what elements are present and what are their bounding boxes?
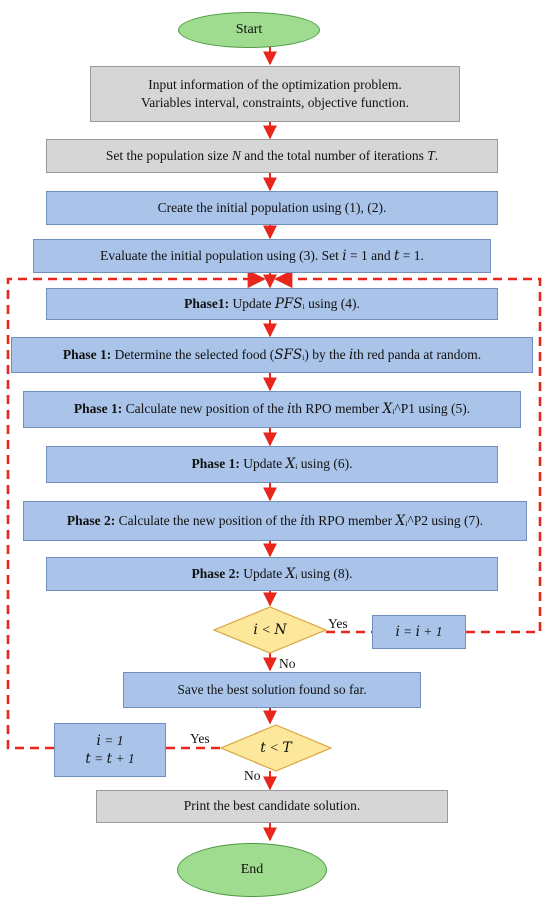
evaluate-text: Evaluate the initial population using (3… xyxy=(100,247,424,263)
save-best-text: Save the best solution found so far. xyxy=(177,681,367,697)
phase-step-4: Phase 1: Update 𝑋ᵢ using (6). xyxy=(46,446,498,483)
phase-step-2-tag: Phase 1: xyxy=(62,346,112,362)
phase-step-6: Phase 2: Update 𝑋ᵢ using (8). xyxy=(46,557,498,591)
no-label-inner: No xyxy=(279,656,296,671)
increment-i-box: 𝑖 = 𝑖 + 1 xyxy=(372,615,466,649)
decision-i-lt-n-label: 𝑖 < 𝑁 xyxy=(253,622,287,638)
phase-step-4-tag: Phase 1: xyxy=(191,456,240,472)
reset-i-text: 𝑖 = 1 xyxy=(96,732,124,748)
phase-step-6-text: Update 𝑋ᵢ using (8). xyxy=(239,565,353,581)
phase-step-5: Phase 2: Calculate the new position of t… xyxy=(23,501,527,541)
save-best-box: Save the best solution found so far. xyxy=(123,672,421,708)
decision-t-lt-t-shape xyxy=(219,724,333,772)
input-info-box: Input information of the optimization pr… xyxy=(90,66,460,122)
reset-counters-box: 𝑖 = 1 𝑡 = 𝑡 + 1 xyxy=(54,723,166,777)
loop-outer-return xyxy=(6,269,266,750)
increment-i-text: 𝑖 = 𝑖 + 1 xyxy=(395,623,443,639)
print-best-text: Print the best candidate solution. xyxy=(183,798,361,814)
evaluate-population-box: Evaluate the initial population using (3… xyxy=(33,239,491,273)
decision-i-lt-n: 𝑖 < 𝑁 xyxy=(212,606,328,654)
population-size-box: Set the population size N and the total … xyxy=(46,139,498,173)
population-text: Set the population size N and the total … xyxy=(105,147,439,163)
phase-step-1-text: Update 𝑃𝐹𝑆ᵢ using (4). xyxy=(229,295,360,311)
phase-step-1-tag: Phase1: xyxy=(184,295,230,311)
phase-step-2: Phase 1: Determine the selected food (𝑆𝐹… xyxy=(11,337,533,373)
phase-step-5-text: Calculate the new position of the 𝑖th RP… xyxy=(115,512,484,528)
increment-t-text: 𝑡 = 𝑡 + 1 xyxy=(85,751,135,766)
start-label: Start xyxy=(235,22,263,37)
phase-step-1: Phase1: Update 𝑃𝐹𝑆ᵢ using (4). xyxy=(46,288,498,320)
decision-t-lt-t-label: 𝑡 < 𝑇 xyxy=(260,740,292,756)
yes-label-outer: Yes xyxy=(190,731,210,746)
phase-step-3-text: Calculate new position of the 𝑖th RPO me… xyxy=(122,401,471,417)
end-label: End xyxy=(240,862,264,877)
start-terminal: Start xyxy=(178,12,320,48)
print-best-box: Print the best candidate solution. xyxy=(96,790,448,823)
create-population-box: Create the initial population using (1),… xyxy=(46,191,498,225)
phase-step-3: Phase 1: Calculate new position of the 𝑖… xyxy=(23,391,521,428)
decision-i-lt-n-shape xyxy=(212,606,328,654)
decision-t-lt-t: 𝑡 < 𝑇 xyxy=(219,724,333,772)
create-text: Create the initial population using (1),… xyxy=(157,199,387,215)
phase-step-3-tag: Phase 1: xyxy=(73,401,123,417)
input-line-2: Variables interval, constraints, objecti… xyxy=(140,95,410,110)
phase-step-6-tag: Phase 2: xyxy=(191,565,240,581)
yes-label-inner: Yes xyxy=(328,616,348,631)
no-label-outer: No xyxy=(244,768,261,783)
loop-inner-return xyxy=(274,269,542,634)
input-line-1: Input information of the optimization pr… xyxy=(148,76,402,92)
end-terminal: End xyxy=(177,843,327,897)
phase-step-2-text: Determine the selected food (𝑆𝐹𝑆ᵢ) by th… xyxy=(111,346,482,362)
phase-step-4-text: Update 𝑋ᵢ using (6). xyxy=(239,456,353,472)
phase-step-5-tag: Phase 2: xyxy=(66,512,116,528)
